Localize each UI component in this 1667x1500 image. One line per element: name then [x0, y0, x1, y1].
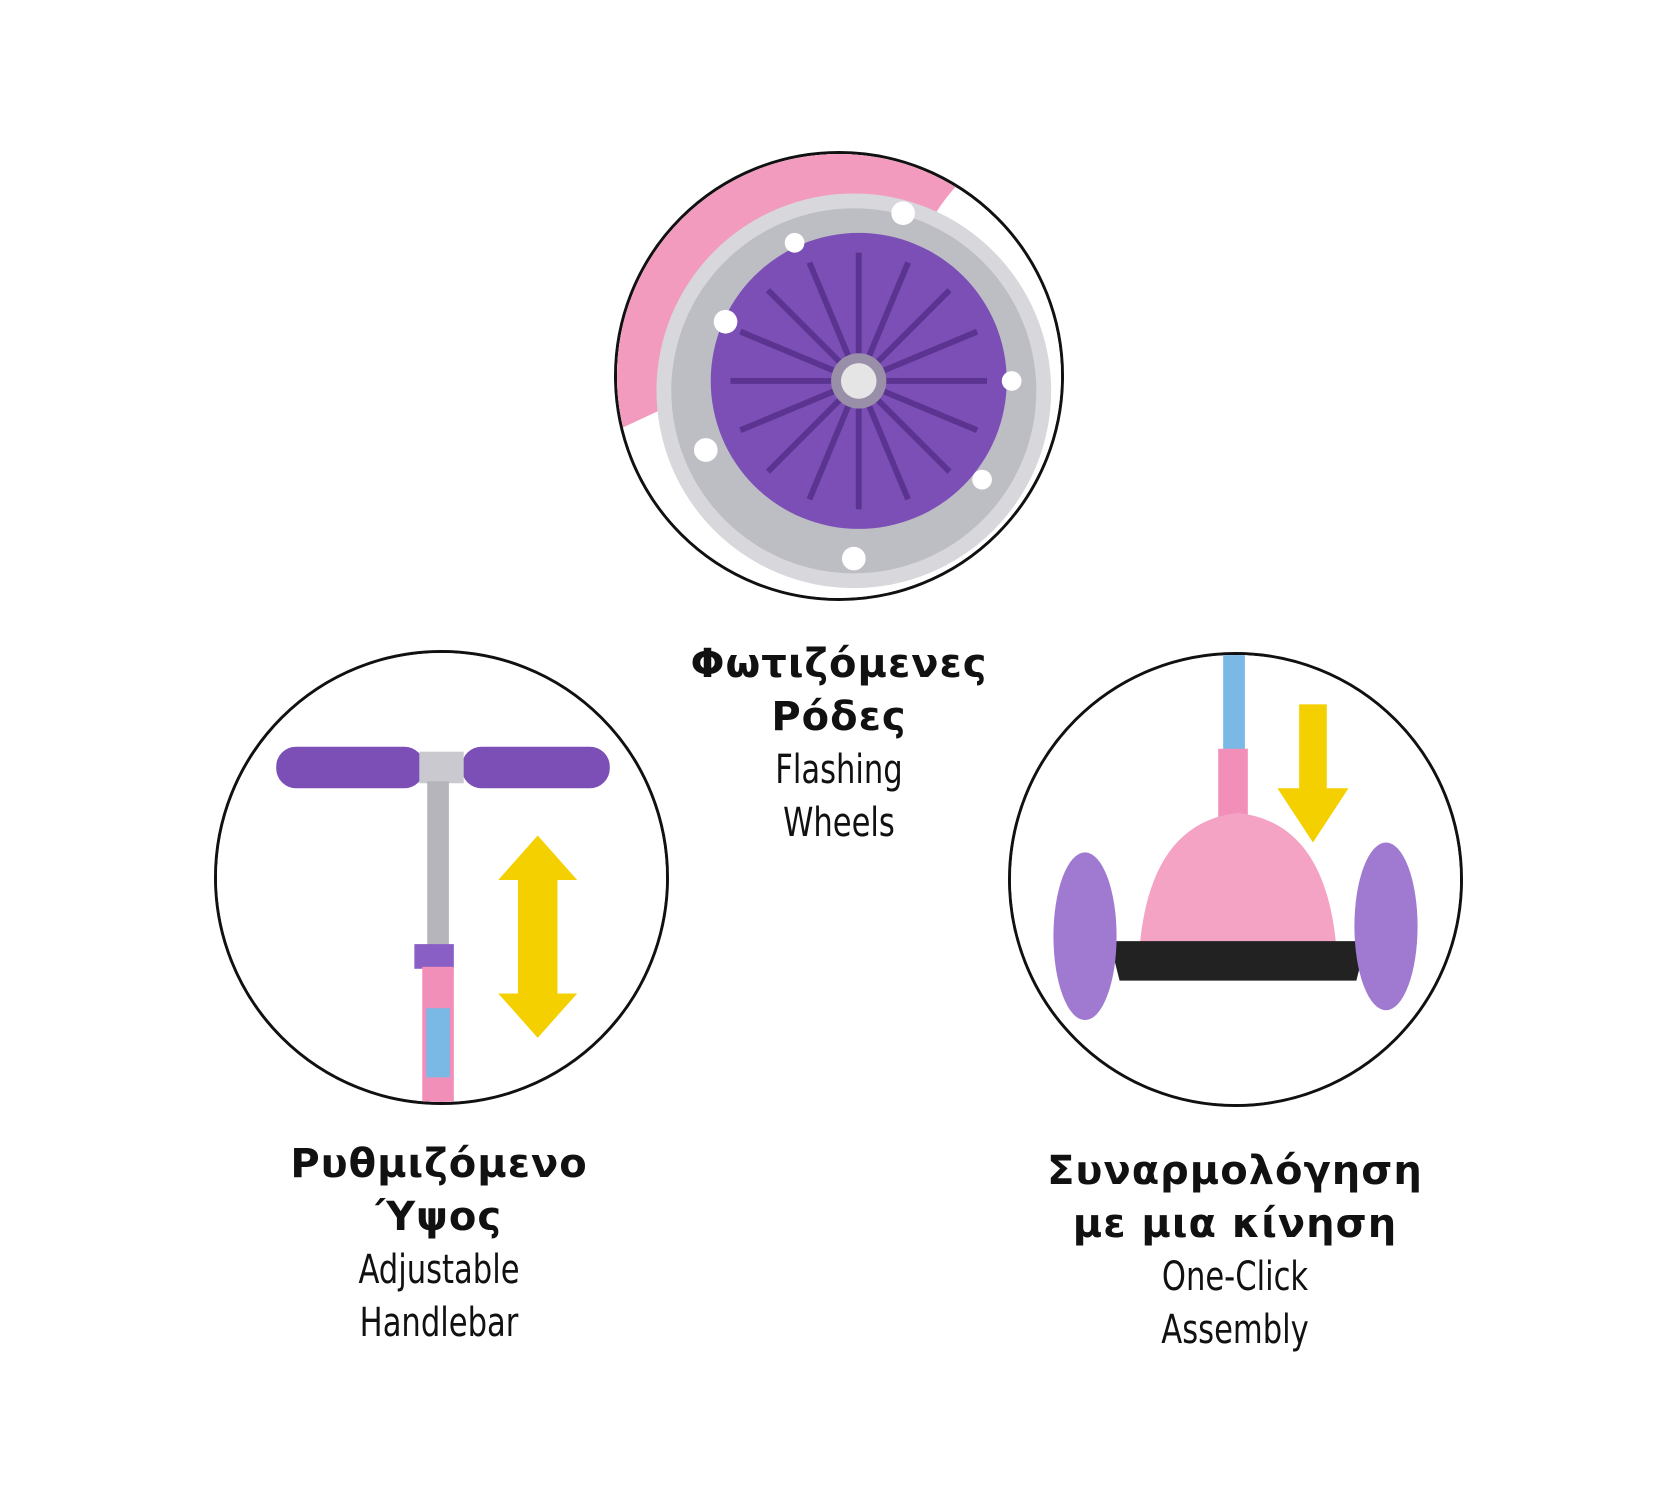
feature-title-en: Assembly — [1161, 1307, 1309, 1353]
one-click-assembly-image — [1008, 652, 1463, 1107]
assembly-icon — [1011, 655, 1460, 1104]
feature-title-gr: με μια κίνηση — [1072, 1201, 1398, 1247]
feature-one-click-assembly: Συναρμολόγηση με μια κίνηση One-Click As… — [975, 1145, 1495, 1357]
feature-title-gr: Ρυθμιζόμενο — [290, 1141, 588, 1187]
feature-title-en: Adjustable — [358, 1247, 520, 1293]
flashing-wheel-image — [614, 151, 1064, 601]
feature-title-en: Wheels — [783, 800, 895, 846]
feature-title-gr: Ρόδες — [771, 694, 907, 740]
handlebar-icon — [217, 653, 666, 1102]
feature-title-en: Handlebar — [359, 1300, 519, 1346]
adjustable-handlebar-image — [214, 650, 669, 1105]
feature-title-gr: Φωτιζόμενες — [690, 641, 988, 687]
wheel-icon — [617, 154, 1061, 598]
feature-title-en: One-Click — [1161, 1254, 1309, 1300]
feature-flashing-wheels: Φωτιζόμενες Ρόδες Flashing Wheels — [579, 638, 1099, 850]
feature-title-gr: Ύψος — [375, 1194, 503, 1240]
feature-title-gr: Συναρμολόγηση — [1047, 1148, 1423, 1194]
feature-title-en: Flashing — [775, 747, 903, 793]
feature-adjustable-handlebar: Ρυθμιζόμενο Ύψος Adjustable Handlebar — [179, 1138, 699, 1350]
